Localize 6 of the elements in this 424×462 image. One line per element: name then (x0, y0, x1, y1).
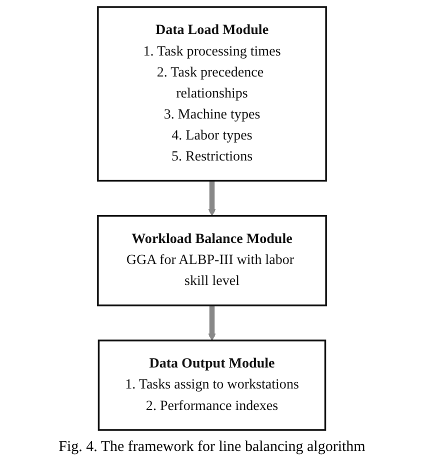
caption: Fig. 4. The framework for line balancing algorithm (58, 438, 366, 457)
node-box: Workload Balance Module GGA for ALBP-III with labor skill level (97, 214, 327, 306)
arrow (208, 305, 216, 341)
node-box: Data Load Module 1. Task processing times 2. Task precedence relationships 3. Machine types 4. Labor types 5. Restrictions (97, 6, 327, 182)
node-box: Data Output Module 1. Tasks assign to workstations 2. Performance indexes (98, 340, 326, 431)
arrow (208, 180, 216, 216)
